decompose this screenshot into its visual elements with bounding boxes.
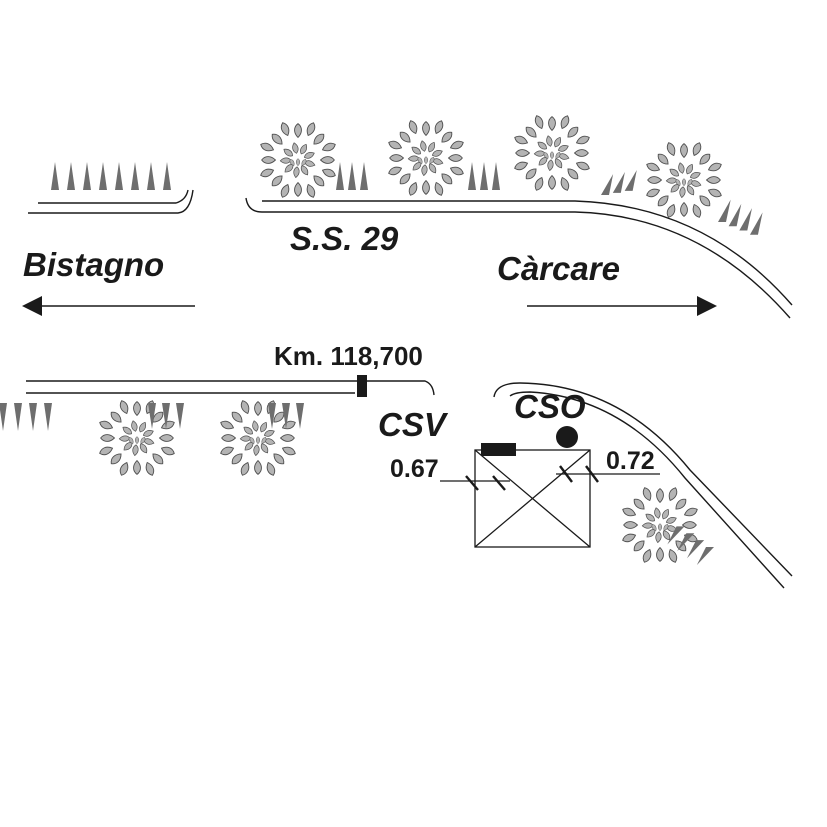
road-edge-north-west xyxy=(28,189,194,214)
road-edge-south-east-inner xyxy=(509,391,785,589)
measurement-csv xyxy=(440,475,510,491)
grass-tuft-icon xyxy=(268,403,304,429)
site-box xyxy=(474,449,591,548)
grass-tuft-icon xyxy=(718,199,763,235)
road-edge-north-main xyxy=(245,197,791,319)
bush-icon xyxy=(386,118,466,198)
observer-value-label: 0.72 xyxy=(606,447,655,475)
road-edge-north-west-inner xyxy=(38,189,189,204)
grass-tuft-icon xyxy=(336,162,368,190)
road-edges xyxy=(26,189,793,589)
arrow-right-icon xyxy=(527,296,717,316)
kilometer-label: Km. 118,700 xyxy=(274,341,423,371)
bush-icon xyxy=(644,140,724,220)
road-name-label: S.S. 29 xyxy=(290,220,399,257)
vertical-sign-code-label: CSV xyxy=(378,406,446,443)
grass-tuft-icon xyxy=(601,170,637,195)
grass-tuft-icon xyxy=(667,526,714,566)
road-edge-north-main-inner xyxy=(262,200,793,306)
observer-code-label: CSO xyxy=(514,388,586,425)
sign-plate-icon xyxy=(481,443,516,456)
measurement-cso xyxy=(556,465,660,483)
arrow-left-icon xyxy=(22,296,195,316)
bush-icon xyxy=(258,120,338,200)
road-edge-south-east xyxy=(493,382,793,577)
east-town-label: Càrcare xyxy=(497,250,620,287)
vegetation-bushes xyxy=(97,113,724,565)
bush-icon xyxy=(512,113,592,193)
grass-tuft-icon xyxy=(148,403,184,429)
grass-tuft-icon xyxy=(468,162,500,190)
grass-tuft-icon xyxy=(0,403,52,431)
west-town-label: Bistagno xyxy=(23,246,165,283)
vegetation-grass xyxy=(0,162,763,566)
grass-tuft-icon xyxy=(51,162,171,190)
kilometer-post-icon xyxy=(357,375,367,397)
bush-icon xyxy=(620,485,700,565)
vertical-sign-value-label: 0.67 xyxy=(390,455,439,483)
observation-point-icon xyxy=(556,426,578,448)
road-edge-south-west xyxy=(26,380,435,396)
